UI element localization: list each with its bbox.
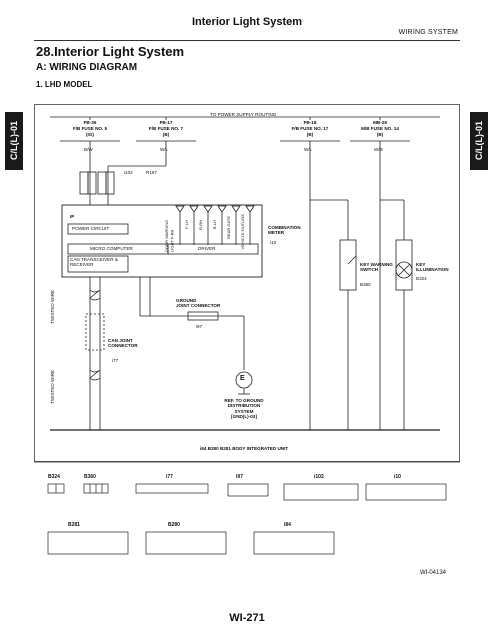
fuse-mb28-desc: M/B FUSE NO. 14 bbox=[361, 126, 399, 131]
ground-joint-line2: JOINT CONNECTOR bbox=[176, 303, 221, 309]
led-label-door: DOOR WARNING LIGHT F-RH bbox=[164, 219, 175, 252]
ground-ref-line2: DISTRIBUTION SYSTEM bbox=[227, 403, 261, 414]
combination-meter-line1: COMBINATION bbox=[268, 225, 301, 230]
ground-ref-line3: [GND(L)-03] bbox=[231, 414, 257, 420]
can-label: CAN TRANSCEIVER & RECEIVER bbox=[70, 257, 118, 268]
ground-ref-label: REF. TO GROUND DISTRIBUTION SYSTEM [GND(… bbox=[222, 398, 266, 420]
control-unit-outline bbox=[61, 204, 263, 278]
header-divider bbox=[34, 40, 460, 41]
conn-key-i84: i84 bbox=[284, 522, 291, 528]
conn-key-b360: B360 bbox=[84, 474, 96, 480]
wc-wb: W/B bbox=[374, 147, 383, 152]
conn-key-i10: i10 bbox=[394, 474, 401, 480]
ground-joint-label: GROUND JOINT CONNECTOR bbox=[176, 298, 220, 309]
led-label-rear-gate: REAR GATE bbox=[226, 216, 231, 239]
wc-wl-1: W/L bbox=[160, 147, 169, 152]
key-warning-conn: B360 bbox=[360, 282, 371, 287]
ip-label: IP bbox=[70, 214, 75, 219]
biu-c: B281 bbox=[219, 446, 231, 451]
fuse-fb18-name: FB-18 bbox=[303, 120, 317, 125]
conn-key-b280: B280 bbox=[168, 522, 180, 528]
item-title: 1. LHD MODEL bbox=[36, 80, 93, 89]
jc-conn-2: R167 bbox=[146, 170, 157, 175]
diagram-frame bbox=[34, 104, 460, 462]
fuse-fb17-name: FB-17 bbox=[159, 120, 173, 125]
fuse-fb36: FB-36 F/B FUSE NO. 5 (IG) bbox=[60, 120, 120, 138]
led-label-rlh: R-LH bbox=[212, 220, 217, 230]
conn-key-i77: i77 bbox=[166, 474, 173, 480]
can-line-1: CAN TRANSCEIVER & bbox=[70, 257, 118, 262]
fuse-mb28-name: MB-28 bbox=[373, 120, 387, 125]
led-label-flh: F-LH bbox=[184, 220, 189, 229]
fuse-fb17-desc: F/B FUSE NO. 7 bbox=[148, 126, 184, 131]
power-circuit-label: POWER CIRCUIT bbox=[72, 226, 110, 231]
can-joint-conn: i77 bbox=[112, 358, 119, 363]
jc-conn-1: i102 bbox=[124, 170, 133, 175]
fuse-mb28: MB-28 M/B FUSE NO. 14 (B) bbox=[350, 120, 410, 138]
fuse-fb17: FB-17 F/B FUSE NO. 7 (B) bbox=[136, 120, 196, 138]
fuse-fb18-type: (B) bbox=[306, 132, 314, 137]
fuse-fb17-type: (B) bbox=[162, 132, 170, 137]
combination-meter-line2: METER bbox=[268, 230, 285, 236]
biu-text: BODY INTEGRATED UNIT bbox=[232, 446, 289, 451]
conn-key-i102: i102 bbox=[314, 474, 324, 480]
conn-key-b324: B324 bbox=[48, 474, 60, 480]
subsection-title: A: WIRING DIAGRAM bbox=[36, 62, 138, 73]
fuse-fb18-desc: F/B FUSE NO. 17 bbox=[291, 126, 329, 131]
ground-symbol-label: E bbox=[240, 375, 245, 382]
led-label-rrh: R-RH bbox=[198, 220, 203, 230]
micro-computer-label: MICRO COMPUTER bbox=[90, 246, 133, 251]
biu-label: i84 B280 B281 BODY INTEGRATED UNIT bbox=[200, 446, 288, 451]
fuse-fb36-type: (IG) bbox=[86, 132, 94, 137]
wc-bw: B/W bbox=[84, 147, 93, 152]
ground-joint-conn: i97 bbox=[196, 324, 203, 329]
connector-grids bbox=[47, 483, 447, 555]
led-label-outline: VEHICLE OUTLINE bbox=[240, 214, 245, 250]
ground-ref-line1: REF. TO GROUND bbox=[224, 398, 264, 403]
key-illumination-label: KEY ILLUMINATION bbox=[416, 262, 449, 273]
driver-label: DRIVER bbox=[198, 246, 216, 251]
header-section: WIRING SYSTEM bbox=[398, 29, 458, 36]
fuse-mb28-type: (B) bbox=[376, 132, 384, 137]
section-title: 28.Interior Light System bbox=[36, 44, 185, 59]
fuse-fb36-name: FB-36 bbox=[83, 120, 97, 125]
combination-meter-conn: i10 bbox=[270, 240, 277, 245]
can-line-2: RECEIVER bbox=[70, 262, 94, 268]
combination-meter-label: COMBINATION METER bbox=[268, 225, 301, 236]
twisted-wire-2: TWISTED WIRE bbox=[50, 370, 55, 404]
page-number: WI-271 bbox=[229, 612, 265, 624]
fuse-fb18: FB-18 F/B FUSE NO. 17 (B) bbox=[280, 120, 340, 138]
wc-wl-2: W/L bbox=[304, 147, 313, 152]
header-title: Interior Light System bbox=[191, 16, 303, 28]
twisted-wire-1: TWISTED WIRE bbox=[50, 290, 55, 324]
biu-a: i84 bbox=[200, 446, 207, 451]
biu-b: B280 bbox=[207, 446, 219, 451]
fuse-fb36-desc: F/B FUSE NO. 5 bbox=[72, 126, 108, 131]
figure-code: WI-04134 bbox=[419, 570, 446, 576]
key-warning-label: KEY WARNING SWITCH bbox=[360, 262, 393, 273]
can-joint-label: CAN JOINT CONNECTOR bbox=[108, 338, 138, 349]
key-illumination-conn: B324 bbox=[416, 276, 427, 281]
conn-key-b281: B281 bbox=[68, 522, 80, 528]
power-supply-label: TO POWER SUPPLY ROUTING bbox=[210, 112, 277, 117]
conn-key-i97: i97 bbox=[236, 474, 243, 480]
ground-joint-line1: GROUND bbox=[176, 298, 197, 303]
